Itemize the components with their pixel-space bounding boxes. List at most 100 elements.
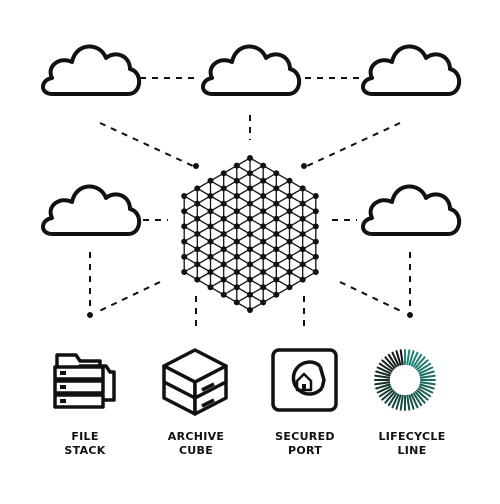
mesh-node (286, 208, 293, 215)
ring-tick (374, 381, 391, 386)
connector-lines (89, 77, 411, 330)
mesh-node (220, 185, 227, 192)
ring-tick (406, 349, 411, 366)
mesh-hexagon-hub-icon (181, 155, 319, 313)
mesh-node (181, 193, 188, 199)
mesh-node (233, 269, 240, 275)
mesh-node (247, 215, 253, 222)
ring-tick (378, 387, 393, 398)
ring-tick (408, 350, 415, 366)
mesh-node (312, 238, 319, 245)
mesh-node (299, 185, 306, 192)
ring-tick (395, 350, 402, 366)
ring-tick (378, 362, 393, 373)
mesh-node (260, 193, 267, 199)
ring-tick (395, 394, 402, 410)
mesh-node (247, 276, 253, 283)
mesh-node (260, 208, 267, 215)
ring-tick (387, 353, 398, 368)
ring-tick (391, 393, 400, 409)
mesh-node (233, 177, 240, 184)
label-lifecycle-line: LIFECYCLE LINE (378, 430, 446, 457)
ring-tick (412, 353, 423, 368)
mesh-node (233, 238, 240, 245)
mesh-node (299, 276, 306, 283)
mesh-node (207, 223, 214, 230)
mesh-node (260, 177, 267, 184)
ring-tick (418, 385, 434, 394)
mesh-node (286, 253, 293, 260)
mesh-node (194, 185, 201, 192)
mesh-node (207, 193, 214, 199)
mesh-node (207, 208, 214, 215)
cloud-mid-right-icon (361, 184, 462, 236)
label-secured-port: SECURED PORT (275, 430, 335, 457)
ring-tick (384, 391, 396, 404)
ring-tick (381, 389, 394, 401)
ring-tick (391, 351, 400, 367)
mesh-node (273, 215, 280, 222)
ring-tick (374, 374, 391, 379)
ring-tick (376, 385, 392, 394)
ring-tick (375, 383, 391, 390)
mesh-node (181, 269, 188, 275)
mesh-node (194, 231, 201, 237)
mesh-node (247, 155, 253, 161)
mesh-node (273, 246, 280, 253)
mesh-node (233, 284, 240, 291)
ring-tick (419, 381, 436, 386)
lifecycle-ring-icon (374, 349, 436, 411)
mesh-node (247, 231, 253, 237)
mesh-node (194, 276, 201, 283)
mesh-node (247, 185, 253, 192)
mesh-node (273, 185, 280, 192)
mesh-node (247, 246, 253, 253)
mesh-node (220, 276, 227, 283)
ring-tick (399, 349, 404, 366)
mesh-node (286, 284, 293, 291)
mesh-node (273, 231, 280, 237)
mesh-node (312, 253, 319, 260)
ring-tick (414, 391, 426, 404)
connector-hub-to-lifecycle (339, 281, 406, 314)
mesh-node (299, 231, 306, 237)
mesh-node (207, 284, 214, 291)
mesh-node (273, 291, 280, 298)
mesh-node (207, 238, 214, 245)
ring-tick (384, 356, 396, 369)
mesh-node (194, 215, 201, 222)
mesh-node (207, 177, 214, 184)
mesh-node (233, 162, 240, 169)
ring-tick (410, 393, 419, 409)
mesh-node (286, 193, 293, 199)
mesh-node (220, 215, 227, 222)
mesh-node (273, 200, 280, 207)
label-archive-cube: ARCHIVE CUBE (167, 430, 225, 457)
mesh-node (247, 307, 253, 313)
mesh-node (286, 177, 293, 184)
mesh-node (181, 238, 188, 245)
connector-dots (87, 163, 413, 318)
mesh-node (194, 261, 201, 268)
mesh-node (260, 223, 267, 230)
mesh-node (247, 200, 253, 207)
ring-tick (419, 374, 436, 379)
ring-tick (416, 389, 429, 401)
secured-port-icon (271, 348, 338, 412)
cloud-top-left-icon (41, 44, 142, 96)
mesh-node (207, 269, 214, 275)
ring-tick (410, 351, 419, 367)
mesh-node (247, 170, 253, 177)
cloud-top-right-icon (361, 44, 462, 96)
connector-dot (193, 163, 199, 169)
mesh-node (194, 246, 201, 253)
mesh-node (233, 208, 240, 215)
ring-tick (376, 366, 392, 375)
connector-dot (87, 312, 93, 318)
file-stack-icon (53, 353, 116, 409)
connector-hub-to-file-stack (94, 281, 161, 314)
mesh-node (273, 170, 280, 177)
ring-tick (406, 394, 411, 411)
connector-top-left-to-hub (99, 122, 194, 167)
mesh-node (312, 223, 319, 230)
